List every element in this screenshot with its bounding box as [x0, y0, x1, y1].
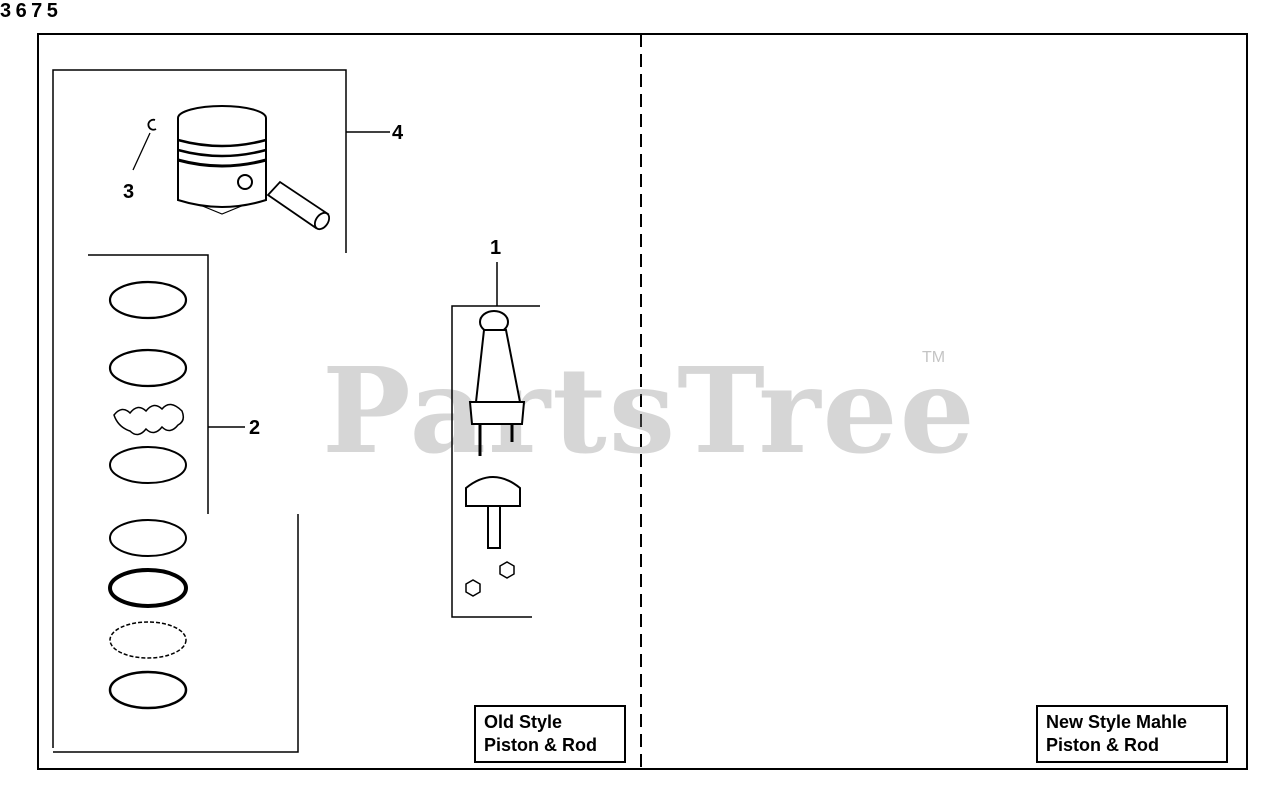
- callout-rod-assy-left: 1: [490, 237, 501, 259]
- rod-bracket-left: [451, 305, 540, 618]
- callout-retainer-right: 3: [0, 0, 12, 22]
- ring-set-bracket-right-bottom: 7 5: [31, 0, 58, 22]
- ring-set-bracket-left-bottom: [53, 514, 299, 753]
- caption-new-style: New Style Mahle Piston & Rod: [1036, 705, 1228, 763]
- right-panel: 3 6 7 5: [0, 0, 58, 22]
- connecting-rod-icon: [465, 310, 526, 597]
- leader-line: 5: [47, 0, 58, 22]
- ring-set-bracket-left: [88, 254, 209, 514]
- left-panel: 3 4 2: [52, 69, 540, 753]
- leader-line: 6 7 5: [16, 0, 58, 22]
- caption-line-1: Old Style: [484, 712, 563, 732]
- callout-rod-assy-right: 5: [46, 0, 58, 22]
- caption-line-2: Piston & Rod: [1046, 735, 1159, 755]
- retainer-clip-icon: [132, 118, 157, 171]
- wrist-pin-icon: [266, 180, 331, 231]
- callout-piston-assy-left: 4: [392, 122, 404, 144]
- watermark-text: PartsTree: [322, 341, 977, 480]
- caption-line-1: New Style Mahle: [1046, 712, 1188, 732]
- group-bracket-left: [52, 69, 347, 748]
- group-bracket-right: 3 6 7 5: [0, 0, 58, 22]
- caption-old-style: Old Style Piston & Rod: [474, 705, 626, 763]
- callout-ring-set-left: 2: [249, 417, 260, 439]
- piston-ring-set-icon: [108, 280, 188, 710]
- caption-line-2: Piston & Rod: [484, 735, 597, 755]
- callout-ring-set-right: 7: [31, 0, 43, 22]
- rod-bracket-right: 5: [47, 0, 58, 22]
- piston-icon: [177, 105, 267, 215]
- callout-piston-assy-right: 6: [15, 0, 27, 22]
- ring-set-bracket-right: 7 5: [31, 0, 58, 22]
- diagram-frame: [37, 33, 1248, 770]
- leader-line: 7 5: [31, 0, 58, 22]
- watermark-tm: TM: [922, 349, 945, 366]
- callout-retainer-left: 3: [123, 181, 134, 203]
